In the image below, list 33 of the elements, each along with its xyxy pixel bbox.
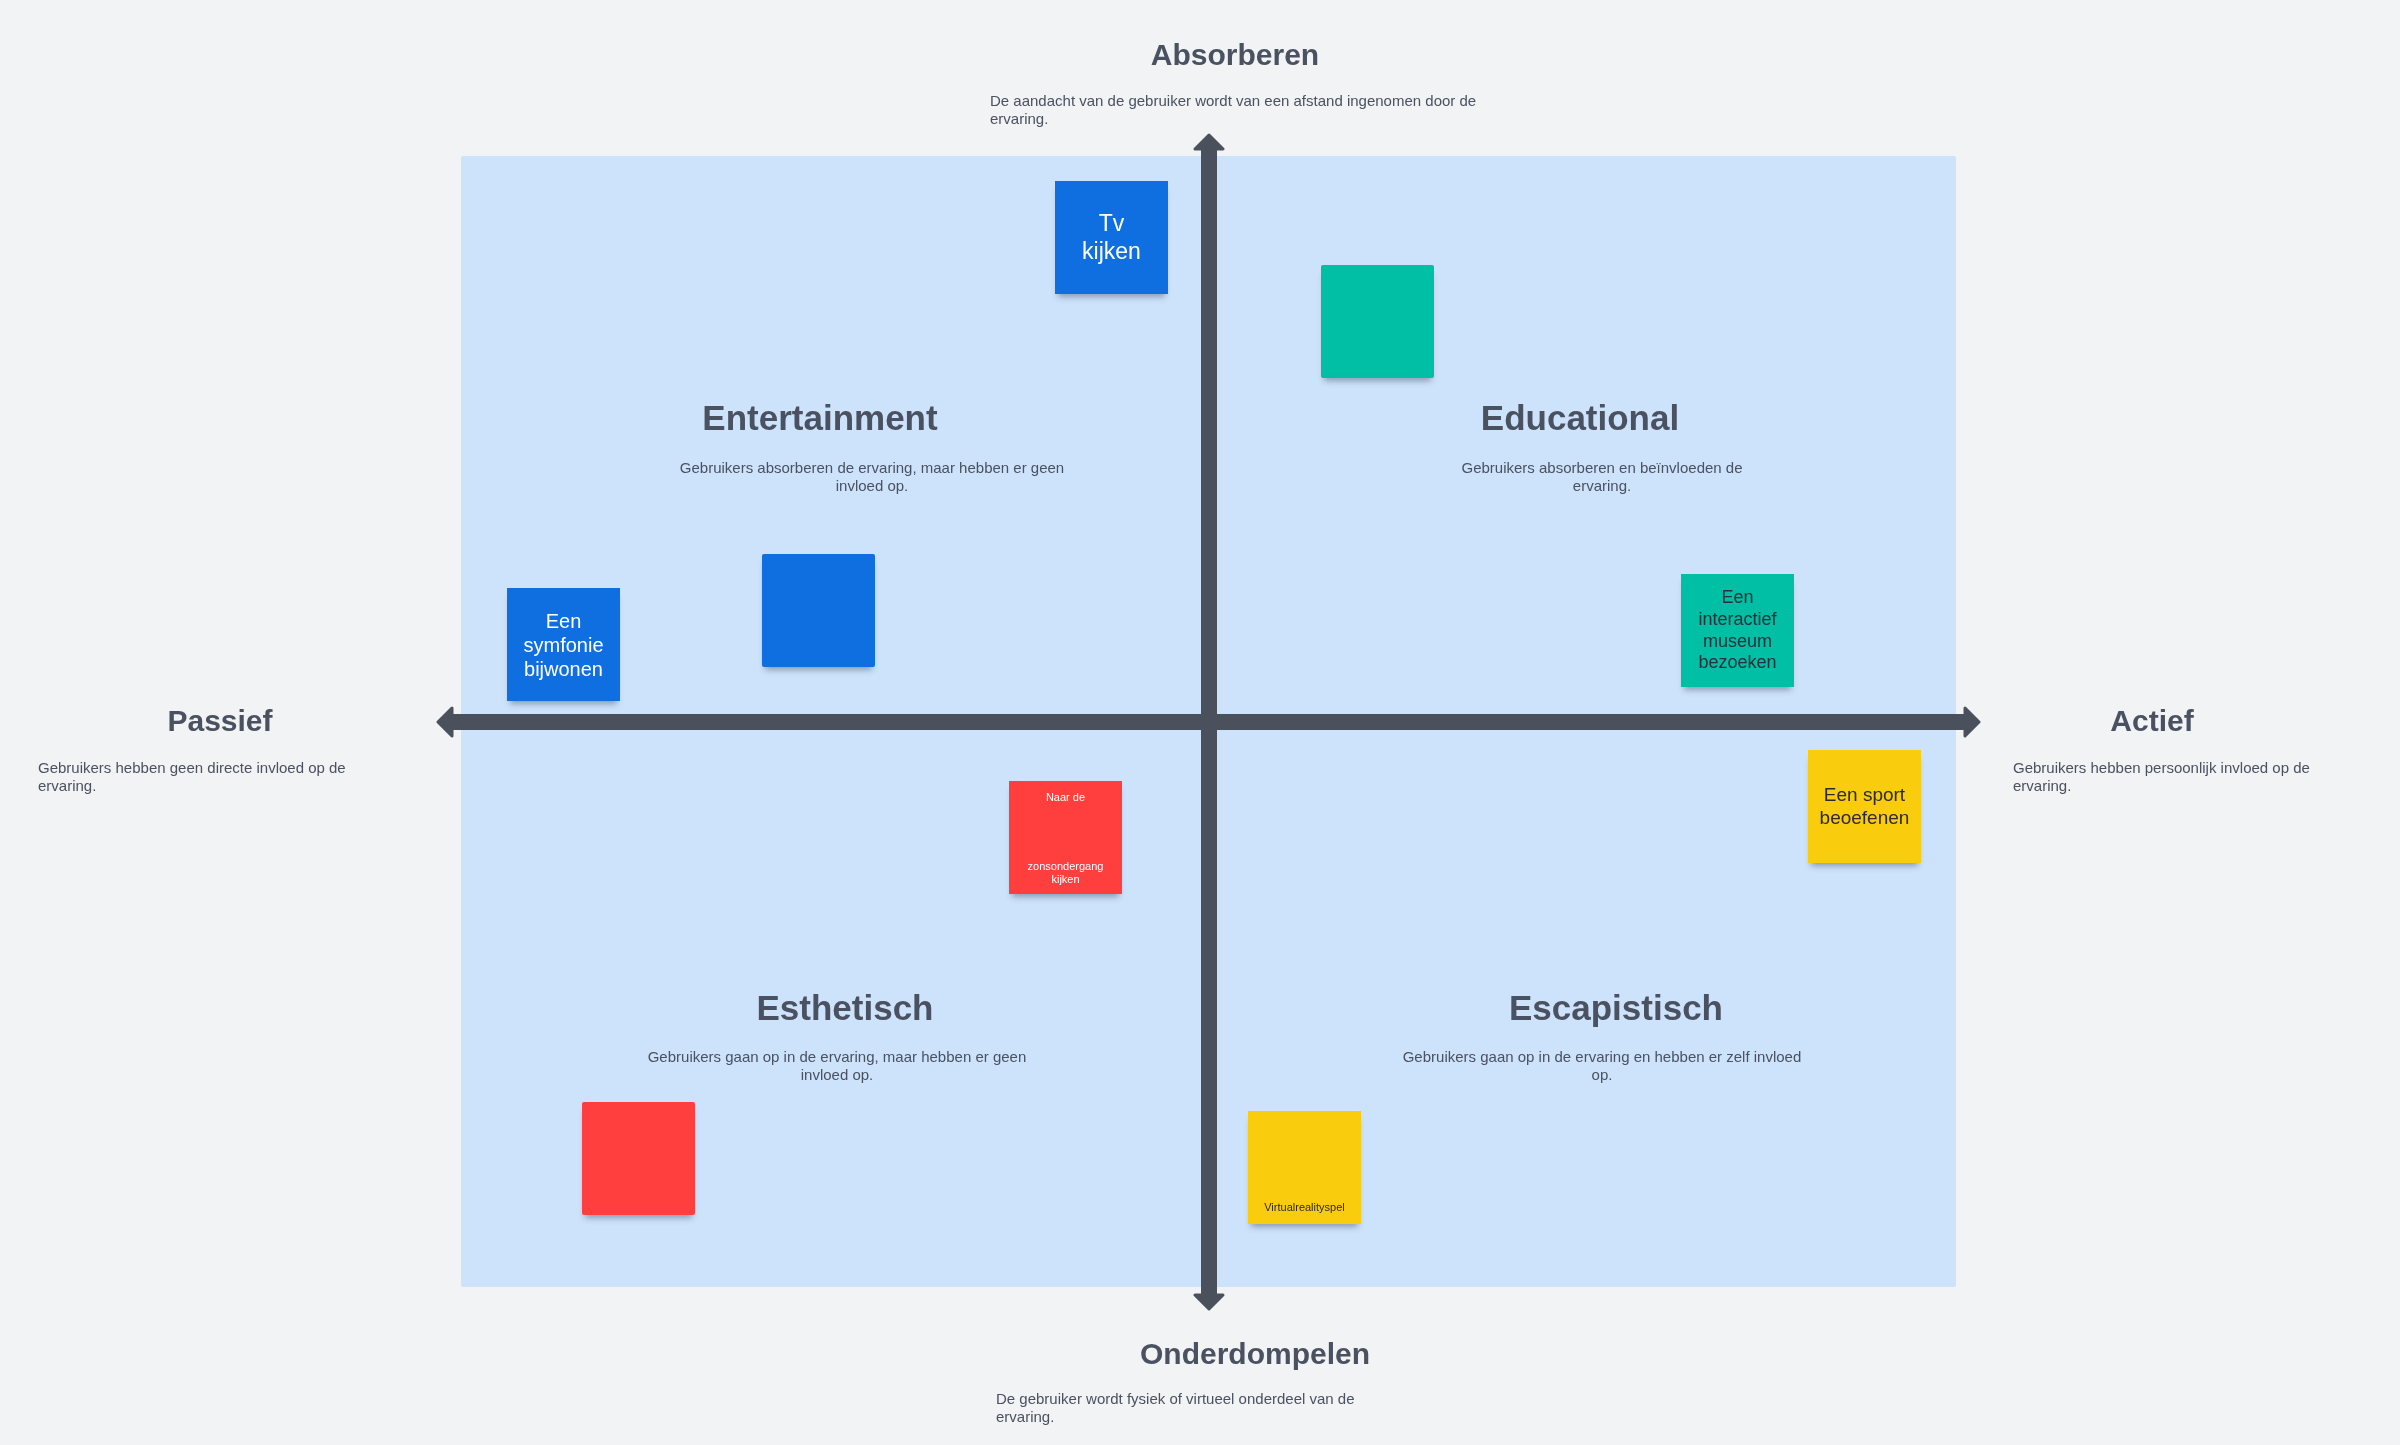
axis-or-quadrant-title: Onderdompelen (1140, 1337, 1370, 1371)
sticky-note (1055, 181, 1168, 294)
sticky-note-text: Een interactief museum bezoeken (1697, 587, 1778, 674)
axis-or-quadrant-title: Passief (167, 704, 273, 738)
sticky-note-text: Tv kijken (1081, 209, 1142, 266)
description-text: Gebruikers hebben persoonlijk invloed op de ervaring. (2013, 759, 2311, 795)
sticky-note (762, 554, 875, 667)
description-text: Gebruikers absorberen de ervaring, maar hebben er geen invloed op. (678, 459, 1066, 495)
description-text: De gebruiker wordt fysiek of virtueel onderdeel van de ervaring. (996, 1390, 1356, 1426)
axis-or-quadrant-title: Absorberen (1150, 38, 1320, 72)
description-text: Gebruikers hebben geen directe invloed op de ervaring. (38, 759, 347, 795)
description-text: De aandacht van de gebruiker wordt van een afstand ingenomen door de ervaring. (990, 92, 1478, 128)
sticky-note (1248, 1111, 1361, 1224)
sticky-note-text: Een symfonie bijwonen (522, 608, 605, 681)
sticky-note-text: Naar de (1045, 791, 1086, 805)
sticky-note-text: Een sport beoefenen (1818, 783, 1911, 830)
sticky-note (1009, 781, 1122, 894)
description-text: Gebruikers gaan op in de ervaring, maar hebben er geen invloed op. (646, 1048, 1028, 1084)
sticky-note (1808, 750, 1921, 863)
description-text: Gebruikers absorberen en beïnvloeden de ervaring. (1460, 459, 1744, 495)
axis-or-quadrant-title: Actief (2110, 704, 2194, 738)
sticky-note (1321, 265, 1434, 378)
quadrant-panel (461, 156, 1956, 1287)
axis-or-quadrant-title: Esthetisch (756, 988, 934, 1028)
sticky-note-text: zonsondergang kijken (1026, 859, 1105, 886)
description-text: Gebruikers gaan op in de ervaring en hebben er zelf invloed op. (1402, 1048, 1802, 1084)
axis-or-quadrant-title: Escapistisch (1509, 988, 1723, 1028)
sticky-note (1681, 574, 1794, 687)
sticky-note-text: Virtualrealityspel (1264, 1200, 1345, 1214)
axis-or-quadrant-title: Entertainment (702, 398, 938, 438)
sticky-note (582, 1102, 695, 1215)
sticky-note (507, 588, 620, 701)
axis-or-quadrant-title: Educational (1480, 398, 1680, 438)
